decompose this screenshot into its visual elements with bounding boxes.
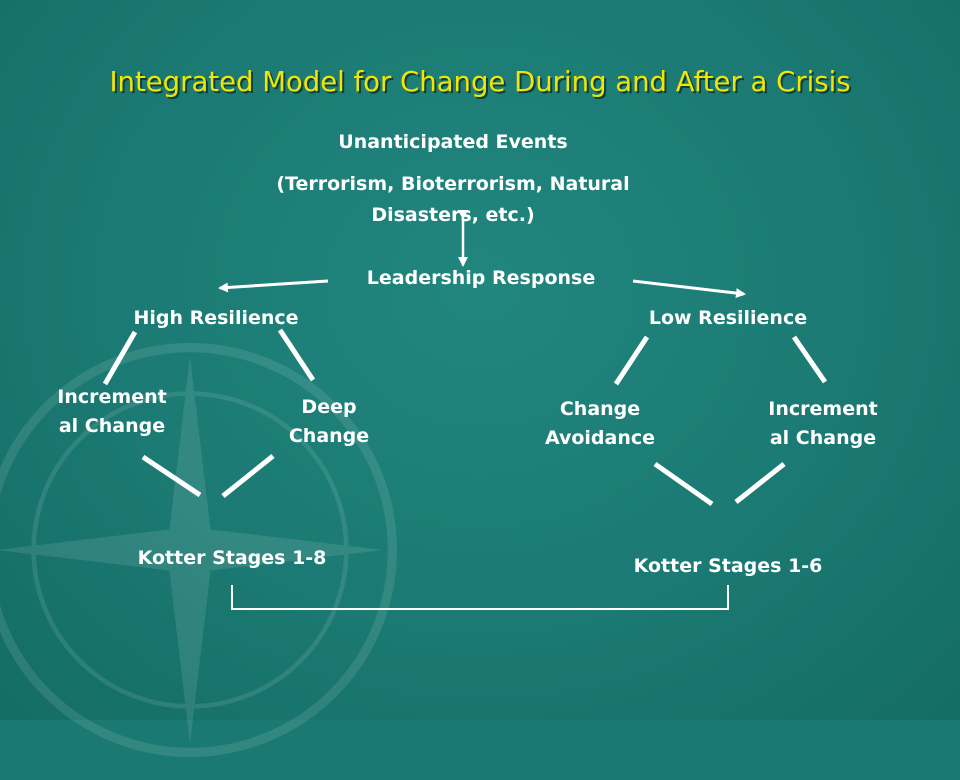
change-avoidance-line1: Change <box>559 398 641 420</box>
low-to-avoidance-line <box>613 335 650 386</box>
low-to-incremental-line <box>791 335 828 384</box>
unanticipated-events-label: Unanticipated Events <box>338 131 568 153</box>
incremental-change-right-line2: al Change <box>769 427 877 449</box>
kotter-bracket-line <box>231 585 729 610</box>
incremental-change-right-line1: Increment <box>768 398 878 420</box>
slide-title: Integrated Model for Change During and A… <box>109 66 851 98</box>
left-v-left-line <box>141 454 202 498</box>
incremental-change-left-line2: al Change <box>58 415 166 437</box>
low-resilience-label: Low Resilience <box>648 307 808 329</box>
arrow-to-low-resilience <box>632 279 746 299</box>
high-to-incremental-line <box>102 330 138 386</box>
left-v-right-line <box>221 454 275 498</box>
change-avoidance-line2: Avoidance <box>544 427 656 449</box>
right-v-left-line <box>653 461 714 507</box>
diagram-connectors <box>102 210 828 610</box>
deep-change-line1: Deep <box>301 396 357 418</box>
kotter-stages-right-label: Kotter Stages 1-6 <box>633 555 823 577</box>
events-examples-line2: Disasters, etc.) <box>371 204 535 226</box>
right-v-right-line <box>734 462 786 504</box>
high-to-deep-line <box>277 328 316 382</box>
leadership-response-label: Leadership Response <box>366 267 596 289</box>
kotter-stages-left-label: Kotter Stages 1-8 <box>137 547 327 569</box>
incremental-change-left-line1: Increment <box>57 386 167 408</box>
events-examples-line1: (Terrorism, Bioterrorism, Natural <box>276 173 630 195</box>
deep-change-line2: Change <box>288 425 370 447</box>
slide-background <box>0 0 960 720</box>
high-resilience-label: High Resilience <box>133 307 299 329</box>
arrow-to-high-resilience <box>218 279 329 293</box>
